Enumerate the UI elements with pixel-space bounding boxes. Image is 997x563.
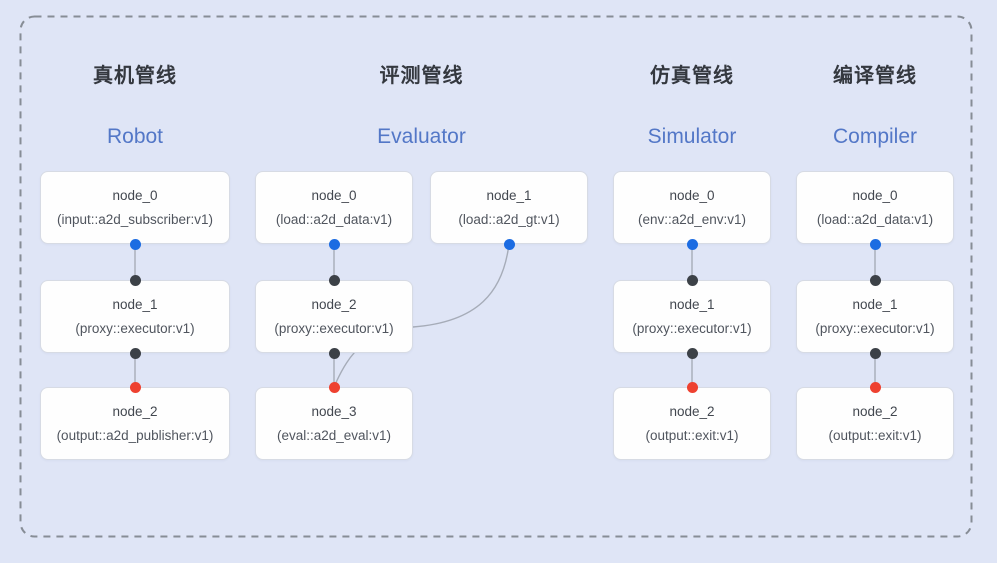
node-subtitle: (proxy::executor:v1): [75, 320, 195, 336]
dashed-border: [19, 15, 973, 538]
simulator-node-0: node_0 (env::a2d_env:v1): [613, 171, 771, 244]
mid-port-dot: [129, 274, 141, 286]
robot-node-0: node_0 (input::a2d_subscriber:v1): [40, 171, 230, 244]
node-title: node_2: [112, 403, 158, 419]
node-subtitle: (load::a2d_data:v1): [275, 211, 393, 227]
node-title: node_1: [852, 296, 898, 312]
evaluator-node-0: node_0 (load::a2d_data:v1): [255, 171, 413, 244]
node-subtitle: (output::exit:v1): [645, 427, 739, 443]
node-subtitle: (output::exit:v1): [828, 427, 922, 443]
node-title: node_0: [311, 187, 357, 203]
pipeline-title-zh: 真机管线: [93, 65, 177, 87]
node-subtitle: (eval::a2d_eval:v1): [276, 427, 392, 443]
pipeline-title-zh: 编译管线: [833, 65, 917, 87]
output-port-dot: [869, 381, 881, 393]
node-title: node_3: [311, 403, 357, 419]
mid-port-dot: [686, 347, 698, 359]
input-port-dot: [129, 238, 141, 250]
node-subtitle: (input::a2d_subscriber:v1): [56, 211, 214, 227]
node-subtitle: (proxy::executor:v1): [274, 320, 394, 336]
evaluator-column-header: 评测管线: [255, 62, 588, 90]
simulator-node-2: node_2 (output::exit:v1): [613, 387, 771, 460]
simulator-column-header: 仿真管线: [613, 62, 771, 90]
evaluator-column-subheader: Evaluator: [255, 122, 588, 152]
node-subtitle: (proxy::executor:v1): [815, 320, 935, 336]
robot-column-header: 真机管线: [40, 62, 230, 90]
output-port-dot: [129, 381, 141, 393]
mid-port-dot: [328, 347, 340, 359]
node-title: node_1: [669, 296, 715, 312]
node-subtitle: (proxy::executor:v1): [632, 320, 752, 336]
compiler-node-1: node_1 (proxy::executor:v1): [796, 280, 954, 353]
robot-column-subheader: Robot: [40, 122, 230, 152]
pipeline-title-en: Simulator: [647, 125, 737, 148]
compiler-node-2: node_2 (output::exit:v1): [796, 387, 954, 460]
evaluator-node-3: node_3 (eval::a2d_eval:v1): [255, 387, 413, 460]
mid-port-dot: [328, 274, 340, 286]
node-title: node_1: [112, 296, 158, 312]
pipeline-title-en: Compiler: [832, 125, 918, 148]
robot-node-2: node_2 (output::a2d_publisher:v1): [40, 387, 230, 460]
compiler-node-0: node_0 (load::a2d_data:v1): [796, 171, 954, 244]
evaluator-node-1: node_1 (load::a2d_gt:v1): [430, 171, 588, 244]
output-port-dot: [686, 381, 698, 393]
node-subtitle: (load::a2d_gt:v1): [458, 211, 560, 227]
node-subtitle: (load::a2d_data:v1): [816, 211, 934, 227]
node-title: node_2: [311, 296, 357, 312]
node-subtitle: (output::a2d_publisher:v1): [56, 427, 214, 443]
simulator-column-subheader: Simulator: [613, 122, 771, 152]
pipeline-title-zh: 评测管线: [379, 65, 464, 87]
input-port-dot: [869, 238, 881, 250]
pipeline-title-en: Evaluator: [377, 125, 466, 148]
node-subtitle: (env::a2d_env:v1): [637, 211, 747, 227]
mid-port-dot: [869, 274, 881, 286]
evaluator-node-2: node_2 (proxy::executor:v1): [255, 280, 413, 353]
simulator-node-1: node_1 (proxy::executor:v1): [613, 280, 771, 353]
input-port-dot: [503, 238, 515, 250]
node-title: node_0: [669, 187, 715, 203]
mid-port-dot: [129, 347, 141, 359]
robot-node-1: node_1 (proxy::executor:v1): [40, 280, 230, 353]
compiler-column-subheader: Compiler: [796, 122, 954, 152]
gt-to-eval-curve: [333, 243, 510, 388]
mid-port-dot: [686, 274, 698, 286]
mid-port-dot: [869, 347, 881, 359]
pipeline-title-zh: 仿真管线: [650, 65, 734, 87]
node-title: node_2: [852, 403, 898, 419]
input-port-dot: [686, 238, 698, 250]
node-title: node_2: [669, 403, 715, 419]
node-title: node_0: [112, 187, 158, 203]
node-title: node_0: [852, 187, 898, 203]
compiler-column-header: 编译管线: [796, 62, 954, 90]
pipeline-title-en: Robot: [106, 125, 164, 148]
node-title: node_1: [486, 187, 532, 203]
input-port-dot: [328, 238, 340, 250]
output-port-dot: [328, 381, 340, 393]
